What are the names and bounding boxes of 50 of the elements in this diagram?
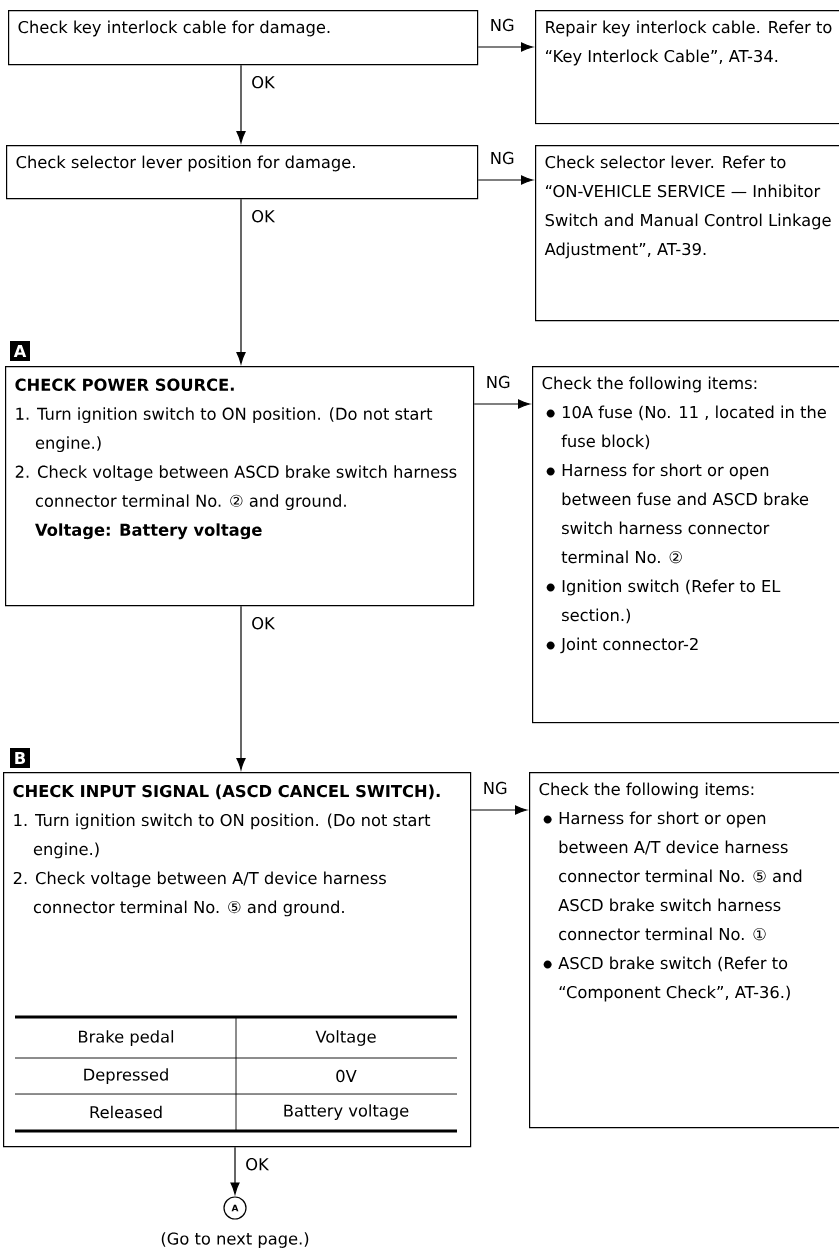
box-text: Repair key interlock cable. Refer to “Key Interlock Cable”, AT-34. (546, 20, 832, 66)
edge-label: OK (246, 1158, 270, 1171)
instruction-text: 2. Check voltage between ASCD brake switch harness connector terminal No. ② and ground. (15, 465, 457, 511)
check-box (5, 366, 475, 607)
result-box (535, 10, 839, 125)
result-box (529, 772, 839, 1129)
step-heading: CHECK POWER SOURCE. (15, 378, 234, 391)
check-box (6, 145, 479, 200)
edge-label: NG (484, 781, 507, 795)
item-text: Harness for short or open between fuse and ASCD brake switch harness connector terminal No. ② (561, 463, 809, 564)
table-value: 0V (336, 1069, 357, 1083)
table-value: Released (90, 1105, 162, 1119)
step-heading: CHECK INPUT SIGNAL (ASCD CANCEL SWITCH). (13, 784, 440, 800)
item-text: ASCD brake switch (Refer to “Component Check”, AT-36.) (558, 956, 790, 1002)
item-text: Harness for short or open between A/T device harness connector terminal No. ⑤ and ASCD brake switch harness connector terminal No. ① (558, 811, 802, 941)
result-box (532, 366, 839, 724)
table-header: Voltage (315, 1030, 376, 1046)
edge-label: OK (252, 617, 276, 630)
instruction-text: 1. Turn ignition switch to ON position. (Do not start engine.) (16, 407, 433, 453)
arrow (477, 175, 533, 185)
check-box (8, 10, 479, 66)
edge-label: NG (491, 18, 514, 32)
arrow (470, 805, 527, 815)
arrow (236, 198, 246, 365)
instruction-text: 1. Turn ignition switch to ON position. (Do not start engine.) (14, 813, 431, 859)
instruction-text: 2. Check voltage between A/T device harness connector terminal No. ⑤ and ground. (13, 871, 386, 917)
arrow (477, 42, 533, 52)
box-text: Check key interlock cable for damage. (18, 20, 330, 37)
edge-label: OK (252, 76, 276, 89)
box-text: Check selector lever position for damage. (16, 155, 355, 172)
check-box (3, 772, 472, 1148)
box-text: Check selector lever. Refer to “ON-VEHICLE SERVICE — Inhibitor Switch and Manual Control Linkage Adjustment”, AT-39. (544, 155, 831, 259)
box-text: Check the following items: (539, 782, 754, 799)
arrow (236, 605, 246, 770)
edge-label: NG (491, 151, 514, 165)
box-text: Check the following items: (542, 376, 757, 393)
table-value: Battery voltage (284, 1104, 409, 1120)
table-header: Brake pedal (79, 1030, 174, 1046)
edge-label: NG (487, 375, 510, 389)
item-text: Joint connector-2 (560, 637, 698, 654)
edge-label: OK (252, 210, 276, 223)
result-box (535, 145, 839, 322)
arrow (230, 1146, 240, 1195)
arrow (236, 64, 246, 143)
table-value: Depressed (84, 1068, 168, 1084)
note-text: (Go to next page.) (161, 1232, 309, 1248)
spec-text: Voltage: Battery voltage (35, 523, 262, 540)
arrow (473, 399, 530, 409)
item-text: Ignition switch (Refer to EL section.) (562, 579, 781, 624)
item-text: 10A fuse (No. 11 , located in the fuse block) (561, 405, 826, 450)
